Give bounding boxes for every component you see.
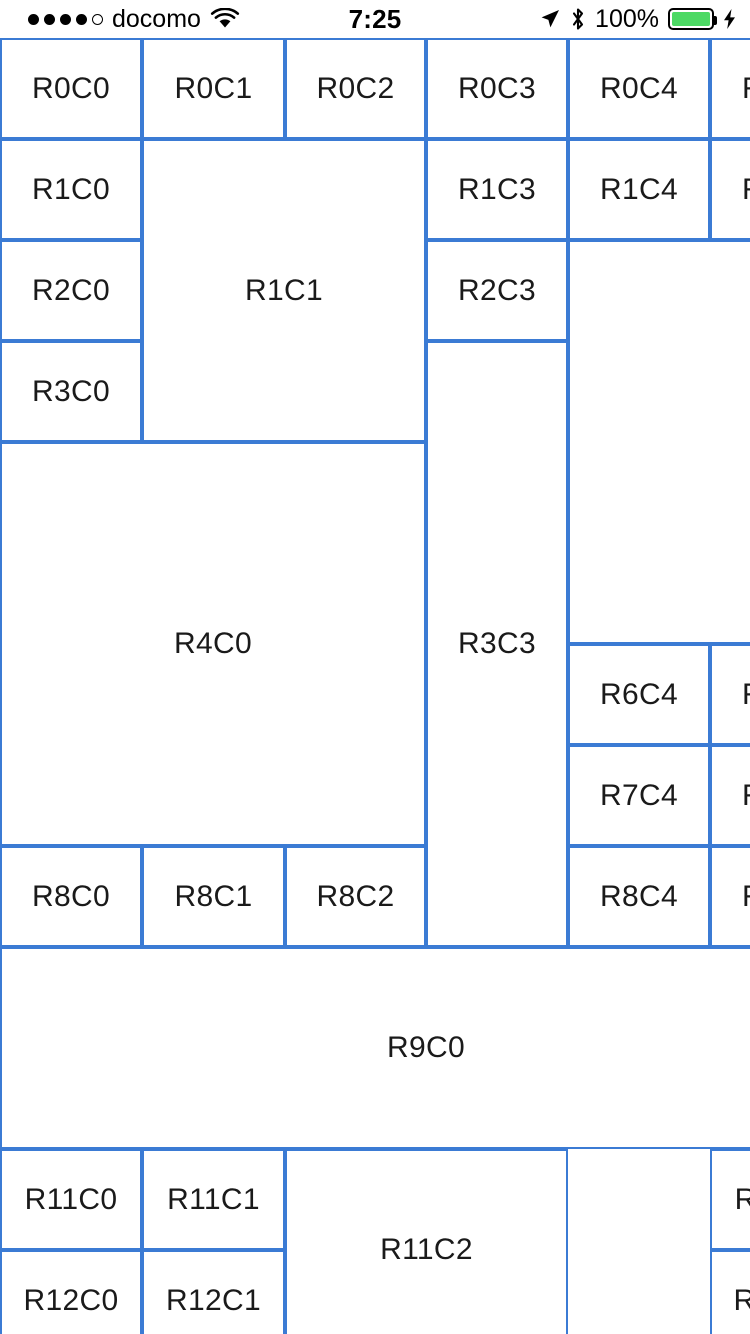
grid-cell-label: R8C4: [600, 879, 678, 913]
grid-cell-label: R8C2: [316, 879, 395, 913]
grid-cell-label: R2C0: [32, 273, 110, 307]
grid-cell-r8c2[interactable]: R8C2: [285, 846, 426, 947]
status-bar-center: 7:25: [0, 0, 750, 38]
grid-cell-r11c0[interactable]: R11C0: [0, 1149, 142, 1250]
grid-cell-r7c5[interactable]: R7C5: [710, 745, 750, 846]
grid-cell-r0c5[interactable]: R0C5: [710, 38, 750, 139]
grid-cell-r12c1[interactable]: R12C1: [142, 1250, 285, 1334]
grid-cell-r8c5[interactable]: R8C5: [710, 846, 750, 947]
grid-cell-label: R0C4: [600, 71, 678, 105]
status-bar-left: docomo: [28, 0, 240, 38]
grid-cell-label: R8C1: [174, 879, 253, 913]
grid-cell-r8c1[interactable]: R8C1: [142, 846, 285, 947]
status-bar: docomo 7:25 100: [0, 0, 750, 38]
status-bar-right: 100%: [539, 0, 736, 38]
grid-cell-r0c1[interactable]: R0C1: [142, 38, 285, 139]
grid-cell-r4c0[interactable]: R4C0: [0, 442, 426, 846]
grid-cell-label: R0C3: [458, 71, 536, 105]
grid-cell-r1c0[interactable]: R1C0: [0, 139, 142, 240]
grid-cell-label: R3C3: [458, 627, 536, 660]
grid-cell-r11c5[interactable]: R11C5: [710, 1149, 750, 1250]
grid-cell-label: R1C5: [742, 173, 750, 207]
signal-dot: [92, 13, 103, 25]
battery-icon: [668, 8, 717, 30]
lightning-bolt-icon: [723, 8, 736, 30]
grid-cell-label: R0C1: [174, 71, 253, 105]
carrier-label: docomo: [112, 5, 201, 33]
grid-cell-label: R1C3: [458, 172, 536, 206]
grid-cell-r0c0[interactable]: R0C0: [0, 38, 142, 139]
grid-cell-label: R1C1: [245, 273, 323, 307]
wifi-icon: [210, 8, 240, 30]
grid-cell-r12c0[interactable]: R12C0: [0, 1250, 142, 1334]
grid-cell-r8c4[interactable]: R8C4: [568, 846, 710, 947]
grid-cell-label: R11C5: [735, 1183, 750, 1217]
grid-cell-r6c4[interactable]: R6C4: [568, 644, 710, 745]
grid-cell-r3c3[interactable]: R3C3: [426, 341, 568, 947]
signal-dot: [28, 13, 39, 25]
location-arrow-icon: [539, 8, 561, 30]
grid-cell-r1c3[interactable]: R1C3: [426, 139, 568, 240]
grid-cell-r3c0[interactable]: R3C0: [0, 341, 142, 442]
signal-dot: [76, 13, 87, 25]
grid-cell-r0c4[interactable]: R0C4: [568, 38, 710, 139]
signal-dot: [60, 13, 71, 25]
grid-cell-r2c3[interactable]: R2C3: [426, 240, 568, 341]
grid-cell-blank[interactable]: [568, 240, 750, 644]
signal-dot: [44, 13, 55, 25]
grid-cell-label: R11C2: [380, 1233, 473, 1266]
battery-fill: [672, 12, 710, 26]
grid-cell-r1c4[interactable]: R1C4: [568, 139, 710, 240]
grid-cell-label: R12C1: [166, 1283, 261, 1317]
grid-cell-label: R9C0: [387, 1031, 465, 1064]
battery-percent-label: 100%: [595, 4, 659, 33]
grid-cell-r11c1[interactable]: R11C1: [142, 1149, 285, 1250]
grid-cell-label: R4C0: [174, 627, 252, 660]
grid-cell-label: R12C0: [23, 1283, 119, 1317]
grid-cell-r2c0[interactable]: R2C0: [0, 240, 142, 341]
grid-cell-r11c2[interactable]: R11C2: [285, 1149, 568, 1334]
grid-cell-label: R0C0: [32, 71, 110, 105]
grid-cell-label: R3C0: [32, 374, 110, 408]
grid-cell-label: R0C5: [742, 72, 750, 106]
clock-label: 7:25: [348, 3, 402, 34]
grid-cell-label: R0C2: [316, 71, 395, 105]
grid-cell-label: R7C4: [600, 778, 678, 812]
grid-cell-r1c1[interactable]: R1C1: [142, 139, 426, 442]
grid-cell-r0c3[interactable]: R0C3: [426, 38, 568, 139]
grid-cell-label: R8C5: [742, 880, 750, 914]
grid-cell-r12c5[interactable]: R12C5: [710, 1250, 750, 1334]
grid-cell-r0c2[interactable]: R0C2: [285, 38, 426, 139]
grid-cell-label: R11C1: [167, 1182, 260, 1216]
grid-cell-label: R8C0: [32, 879, 110, 913]
grid-cell-label: R2C3: [458, 273, 536, 307]
bluetooth-icon: [570, 7, 586, 31]
grid-cell-r1c5[interactable]: R1C5: [710, 139, 750, 240]
grid-cell-label: R11C0: [24, 1182, 118, 1216]
grid-cell-r9c0[interactable]: R9C0: [0, 947, 750, 1149]
grid-cell-r6c5[interactable]: R6C5: [710, 644, 750, 745]
layout-grid: R0C0 R0C1 R0C2 R0C3 R0C4 R0C5R1C0R1C1 R1C3 R1C4…: [0, 38, 750, 1334]
grid-cell-label: R6C5: [742, 678, 750, 712]
grid-cell-label: R1C0: [32, 172, 110, 206]
grid-cell-label: R7C5: [742, 779, 750, 813]
grid-cell-r7c4[interactable]: R7C4: [568, 745, 710, 846]
grid-cell-label: R6C4: [600, 677, 678, 711]
grid-cell-r8c0[interactable]: R8C0: [0, 846, 142, 947]
grid-cell-label: R12C5: [734, 1284, 750, 1318]
grid-cell-label: R1C4: [600, 172, 678, 206]
signal-strength-dots: [28, 13, 103, 25]
